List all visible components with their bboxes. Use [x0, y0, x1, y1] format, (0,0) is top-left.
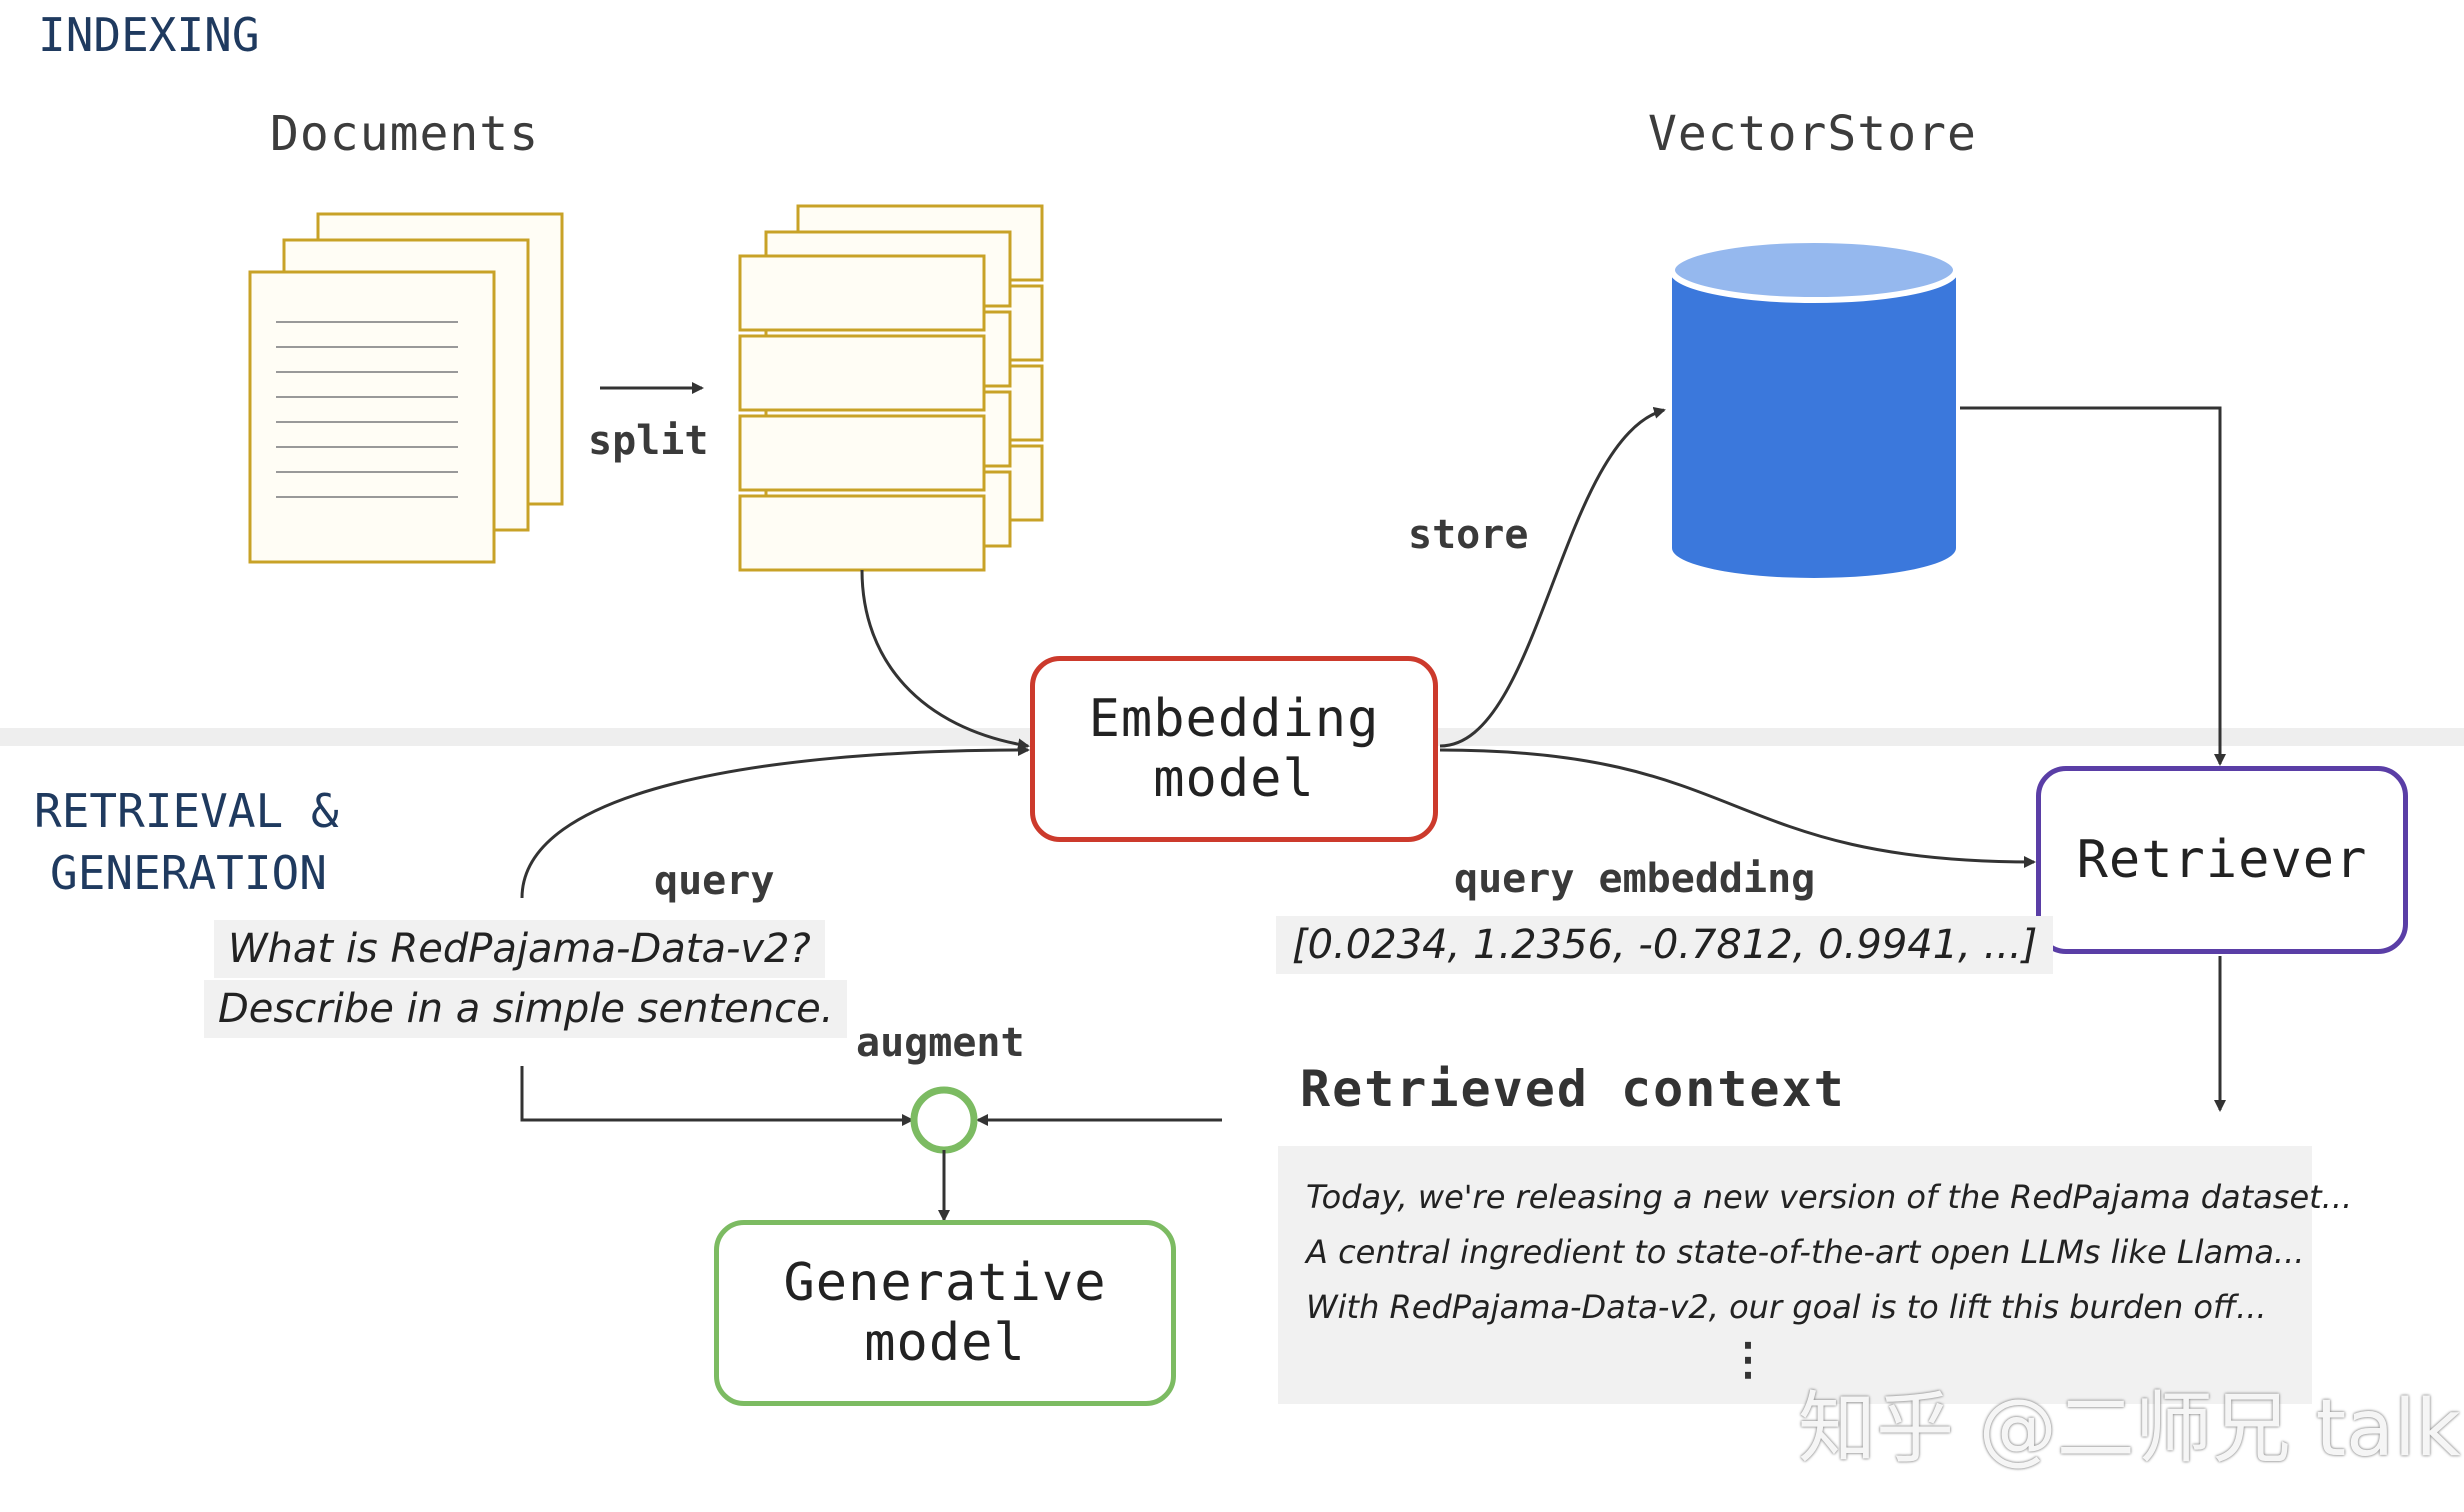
context-line: Today, we're releasing a new version of …	[1306, 1178, 2353, 1216]
embedding-model-label-line2: model	[1153, 749, 1315, 809]
generative-model-label-line2: model	[864, 1313, 1026, 1373]
vectorstore-to-retriever-edge	[1960, 406, 2226, 766]
augment-label: augment	[856, 1020, 1025, 1066]
documents-title: Documents	[270, 106, 540, 162]
retrieved-context-title: Retrieved context	[1300, 1060, 1846, 1118]
query-to-augment-edge	[520, 1066, 914, 1126]
retrieved-context-box: Today, we're releasing a new version of …	[1278, 1146, 2353, 1404]
context-line: With RedPajama-Data-v2, our goal is to l…	[1306, 1288, 2267, 1326]
query-embedding-label: query embedding	[1454, 856, 1816, 902]
query-edge	[520, 744, 1030, 899]
generative-model-node: Generative model	[714, 1220, 1176, 1406]
more-context-icon: ⋮	[1726, 1334, 1770, 1385]
vectorstore-title: VectorStore	[1648, 106, 1977, 162]
split-label: split	[588, 418, 709, 464]
indexing-section-label: INDEXING	[38, 8, 260, 62]
generative-model-label-line1: Generative	[783, 1253, 1107, 1313]
embedding-model-label-line1: Embedding	[1088, 689, 1380, 749]
retriever-node: Retriever	[2036, 766, 2408, 954]
query-embedding-vector: [0.0234, 1.2356, -0.7812, 0.9941, ...]	[1276, 916, 2054, 974]
query-label: query	[654, 858, 775, 904]
retrieval-section-label-line1: RETRIEVAL &	[34, 784, 339, 838]
chunks-stack-icon	[738, 204, 1044, 572]
query-embedding-edge	[1439, 748, 2036, 868]
document-text-lines-icon	[276, 321, 458, 498]
embedding-model-node: Embedding model	[1030, 656, 1438, 842]
query-text-line2: Describe in a simple sentence.	[204, 980, 848, 1038]
retrieval-section-label-line2: GENERATION	[50, 846, 327, 900]
store-edge	[1439, 407, 1666, 748]
context-line: A central ingredient to state-of-the-art…	[1306, 1233, 2305, 1271]
retriever-label: Retriever	[2076, 830, 2368, 890]
augment-node	[910, 1086, 978, 1154]
chunks-to-embedding-edge	[860, 569, 1030, 751]
query-text-line1: What is RedPajama-Data-v2?	[214, 920, 825, 978]
documents-stack-icon	[248, 212, 564, 564]
watermark: 知乎 @二师兄 talk	[1798, 1384, 2461, 1474]
vectorstore-cylinder-icon	[1669, 237, 1959, 578]
store-label: store	[1408, 512, 1529, 558]
